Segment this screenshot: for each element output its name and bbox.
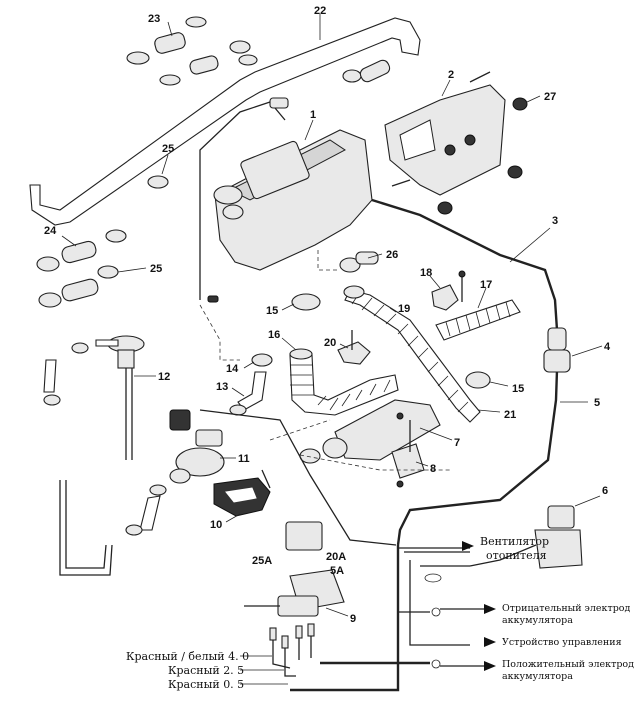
fan-label-line2: отопителя: [486, 549, 547, 562]
wire-label-red-05: Красный 0. 5: [168, 678, 244, 691]
exhaust-hose-16: [281, 337, 399, 416]
part-number-20: 20: [324, 337, 336, 349]
part-number-1: 1: [310, 109, 316, 121]
part-number-23: 23: [148, 13, 160, 25]
connection-arrows: [440, 541, 496, 671]
part-number-18: 18: [420, 267, 432, 279]
control-unit-6: [469, 495, 601, 569]
connector-set-24-25: [36, 229, 147, 308]
part-number-10: 10: [210, 519, 222, 531]
part-number-12: 12: [158, 371, 170, 383]
wiring-harness-3: [371, 198, 559, 546]
clamp-25-upper: [147, 154, 169, 189]
terminal-pins: [240, 623, 315, 685]
terminal-25a: 25A: [252, 555, 272, 567]
part-number-17: 17: [480, 279, 492, 291]
part-number-15b: 15: [512, 383, 524, 395]
positive-terminal-line2: аккумулятора: [502, 671, 573, 682]
harness-connector-4: [543, 327, 603, 373]
harness-branches: [290, 545, 470, 692]
part-number-9: 9: [350, 613, 356, 625]
bracket-20: [337, 330, 371, 365]
terminal-20a: 20A: [326, 551, 346, 563]
nut-set-27: [437, 95, 541, 215]
part-number-24: 24: [44, 225, 57, 237]
exhaust-silencer-7: [299, 399, 453, 464]
coolant-hose-22: [29, 14, 421, 226]
clamp-15-lower: [465, 371, 509, 389]
fuel-standpipe-12: [71, 335, 156, 460]
hose-clamp: [342, 59, 391, 83]
connector-set-23: [126, 16, 258, 86]
flexible-duct-19: [343, 285, 481, 423]
part-number-labels: 1 2 3 4 5 6 7 8 9 10 11 12 13 14 15 15 1…: [44, 5, 611, 625]
relay-terminal-labels: 25A 20A 5A: [252, 551, 346, 577]
bracket-18: [429, 270, 466, 311]
clamp-26: [339, 251, 383, 273]
mounting-bracket-2: [384, 71, 506, 196]
part-number-11: 11: [238, 453, 250, 465]
part-number-5: 5: [594, 397, 600, 409]
part-number-27: 27: [544, 91, 556, 103]
part-number-8: 8: [430, 463, 436, 475]
control-device-label: Устройство управления: [502, 637, 622, 648]
part-number-26: 26: [386, 249, 398, 261]
part-number-13: 13: [216, 381, 228, 393]
relay-unit: [244, 521, 349, 617]
bracket-8: [391, 420, 429, 488]
intake-hose-17: [435, 287, 521, 341]
part-number-21: 21: [504, 409, 516, 421]
heater-unit-1: [213, 119, 373, 271]
fuel-elbow-13: [229, 371, 267, 416]
part-number-15a: 15: [266, 305, 278, 317]
part-number-2: 2: [448, 69, 454, 81]
wire-colour-labels: Красный / белый 4. 0 Красный 2. 5 Красны…: [126, 650, 249, 691]
clamp-14: [243, 353, 273, 369]
fan-label-line1: Вентилятор: [480, 535, 549, 548]
pump-mount-10: [213, 469, 271, 523]
part-number-22: 22: [314, 5, 326, 17]
part-number-6: 6: [602, 485, 608, 497]
wire-label-red-25: Красный 2. 5: [168, 664, 244, 677]
part-number-14: 14: [226, 363, 239, 375]
part-number-16: 16: [268, 329, 280, 341]
part-number-19: 19: [398, 303, 410, 315]
fuel-pump-11: [169, 409, 236, 484]
part-number-25b: 25: [150, 263, 162, 275]
connection-labels: Вентилятор отопителя Отрицательный элект…: [480, 535, 634, 682]
part-number-7: 7: [454, 437, 460, 449]
wire-label-red-white: Красный / белый 4. 0: [126, 650, 249, 663]
clamp-15-upper: [281, 293, 321, 311]
part-number-25a: 25: [162, 143, 174, 155]
part-number-3: 3: [552, 215, 558, 227]
positive-terminal-line1: Положительный электрод: [502, 659, 634, 670]
part-number-4: 4: [604, 341, 611, 353]
negative-terminal-line2: аккумулятора: [502, 615, 573, 626]
negative-terminal-line1: Отрицательный электрод: [502, 603, 631, 614]
terminal-5a: 5A: [330, 565, 344, 577]
